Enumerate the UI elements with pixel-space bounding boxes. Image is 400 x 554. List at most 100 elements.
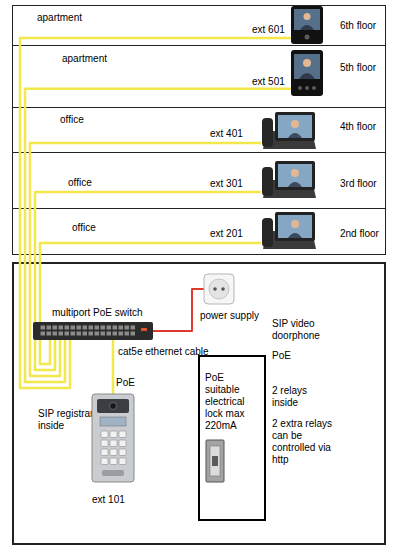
monitor-button <box>305 86 309 90</box>
power-cord <box>153 289 204 331</box>
extension-number: ext 201 <box>210 228 243 240</box>
screen-body <box>300 25 314 30</box>
extension-number: ext 601 <box>252 24 285 36</box>
poe-switch <box>33 322 153 340</box>
screen-body <box>288 233 302 238</box>
doorphone-display <box>100 417 126 426</box>
video-desk-phone <box>262 112 316 149</box>
monitor-button <box>312 86 316 90</box>
screen-body <box>299 73 315 79</box>
door-phone <box>92 394 134 482</box>
monitor-body <box>291 6 323 44</box>
floor-band: apartment5th floorext 501 <box>12 45 386 108</box>
floor-name: 2nd floor <box>340 228 379 240</box>
floor-name: 3rd floor <box>340 178 377 190</box>
device-description: PoE suitable electrical lock max 220mA <box>205 372 255 432</box>
phone-screen-frame <box>275 212 315 241</box>
socket-plate <box>204 274 234 304</box>
monitor-screen <box>294 9 320 30</box>
monitor-button <box>298 86 302 90</box>
phone-screen-frame <box>275 112 315 141</box>
monitor-node: ext 601 <box>291 6 323 44</box>
ethernet-cable <box>25 89 291 382</box>
doorphone-body <box>92 394 134 482</box>
extension-number: ext 401 <box>210 128 243 140</box>
video-monitor <box>291 6 323 44</box>
floor-name: 4th floor <box>340 121 376 133</box>
doorphone-keypad <box>100 430 127 466</box>
device-name: multiport PoE switch <box>52 307 143 319</box>
screen-face <box>291 220 299 228</box>
switch-body <box>33 322 153 340</box>
phone-screen <box>278 164 312 187</box>
floor-name: 6th floor <box>340 20 376 32</box>
phone-base <box>263 231 316 249</box>
socket-hole <box>213 287 217 291</box>
lock-box: PoE suitable electrical lock max 220mA <box>198 355 266 521</box>
doorphone-speaker <box>102 470 124 476</box>
floor-band: apartment 6th floor ext 601 <box>12 5 386 46</box>
doorphone-camera-panel <box>97 399 129 413</box>
monitor-node: ext 501 <box>291 50 323 96</box>
switch-port-row <box>40 325 136 337</box>
ethernet-cable <box>30 143 261 376</box>
ground-floor-box: SIP video doorphonePoE 2 relays inside 2 e… <box>12 262 386 545</box>
monitor-screen <box>294 54 320 79</box>
video-desk-phone <box>262 212 316 249</box>
ethernet-cable <box>35 192 261 370</box>
floor-band: office 2nd floor ext 201 <box>12 208 386 255</box>
doorphone-camera <box>110 403 117 410</box>
phone-handset <box>262 118 273 147</box>
phone-screen <box>278 215 312 238</box>
phone-base <box>263 180 316 198</box>
room-type: apartment <box>37 12 82 24</box>
device-note: SIP registrar inside <box>38 408 96 432</box>
power-socket <box>204 274 234 304</box>
extension-number: ext 501 <box>252 76 285 88</box>
feature-note: 2 relays inside <box>272 385 334 409</box>
room-type: office <box>60 114 84 126</box>
device-name: power supply <box>200 310 259 322</box>
electric-lock <box>206 440 224 482</box>
screen-face <box>291 169 299 177</box>
floor-band: office3rd floorext 301 <box>12 152 386 209</box>
screen-face <box>291 120 299 128</box>
screen-body <box>288 182 302 187</box>
phone-node: ext 201 <box>261 211 317 251</box>
phone-screen <box>278 115 312 138</box>
phone-node: ext 301 <box>261 160 317 200</box>
lock-latch <box>212 456 218 466</box>
feature-note: SIP video doorphone <box>272 318 334 342</box>
screen-face <box>304 13 311 20</box>
switch-node: multiport PoE switch <box>33 322 153 340</box>
screen-body <box>288 133 302 138</box>
video-desk-phone <box>262 161 316 198</box>
screen-face <box>303 59 311 67</box>
feature-note: 2 extra relays can be controlled via htt… <box>272 418 334 466</box>
room-type: office <box>72 222 96 234</box>
ethernet-cable <box>20 38 291 388</box>
monitor-body <box>291 50 323 96</box>
power-supply-node: power supply <box>204 274 234 304</box>
extension-number: ext 101 <box>92 494 125 506</box>
phone-handset <box>262 167 273 196</box>
cable-label: cat5e ethernet cable <box>118 346 209 358</box>
lock-plate <box>206 440 224 482</box>
phone-base <box>263 131 316 149</box>
phone-handset <box>262 218 273 247</box>
floor-band: office 4th floor ext 401 <box>12 107 386 153</box>
socket-well <box>209 279 229 299</box>
video-monitor <box>291 50 323 96</box>
extension-number: ext 301 <box>210 178 243 190</box>
floor-name: 5th floor <box>340 62 376 74</box>
feature-note: PoE <box>272 350 334 362</box>
phone-node: ext 401 <box>261 111 317 151</box>
socket-hole <box>221 287 225 291</box>
monitor-button <box>305 35 310 40</box>
lock-face <box>210 446 220 476</box>
switch-led <box>141 328 147 331</box>
doorphone-node: ext 101 <box>92 394 134 482</box>
power-label: PoE <box>116 377 135 389</box>
